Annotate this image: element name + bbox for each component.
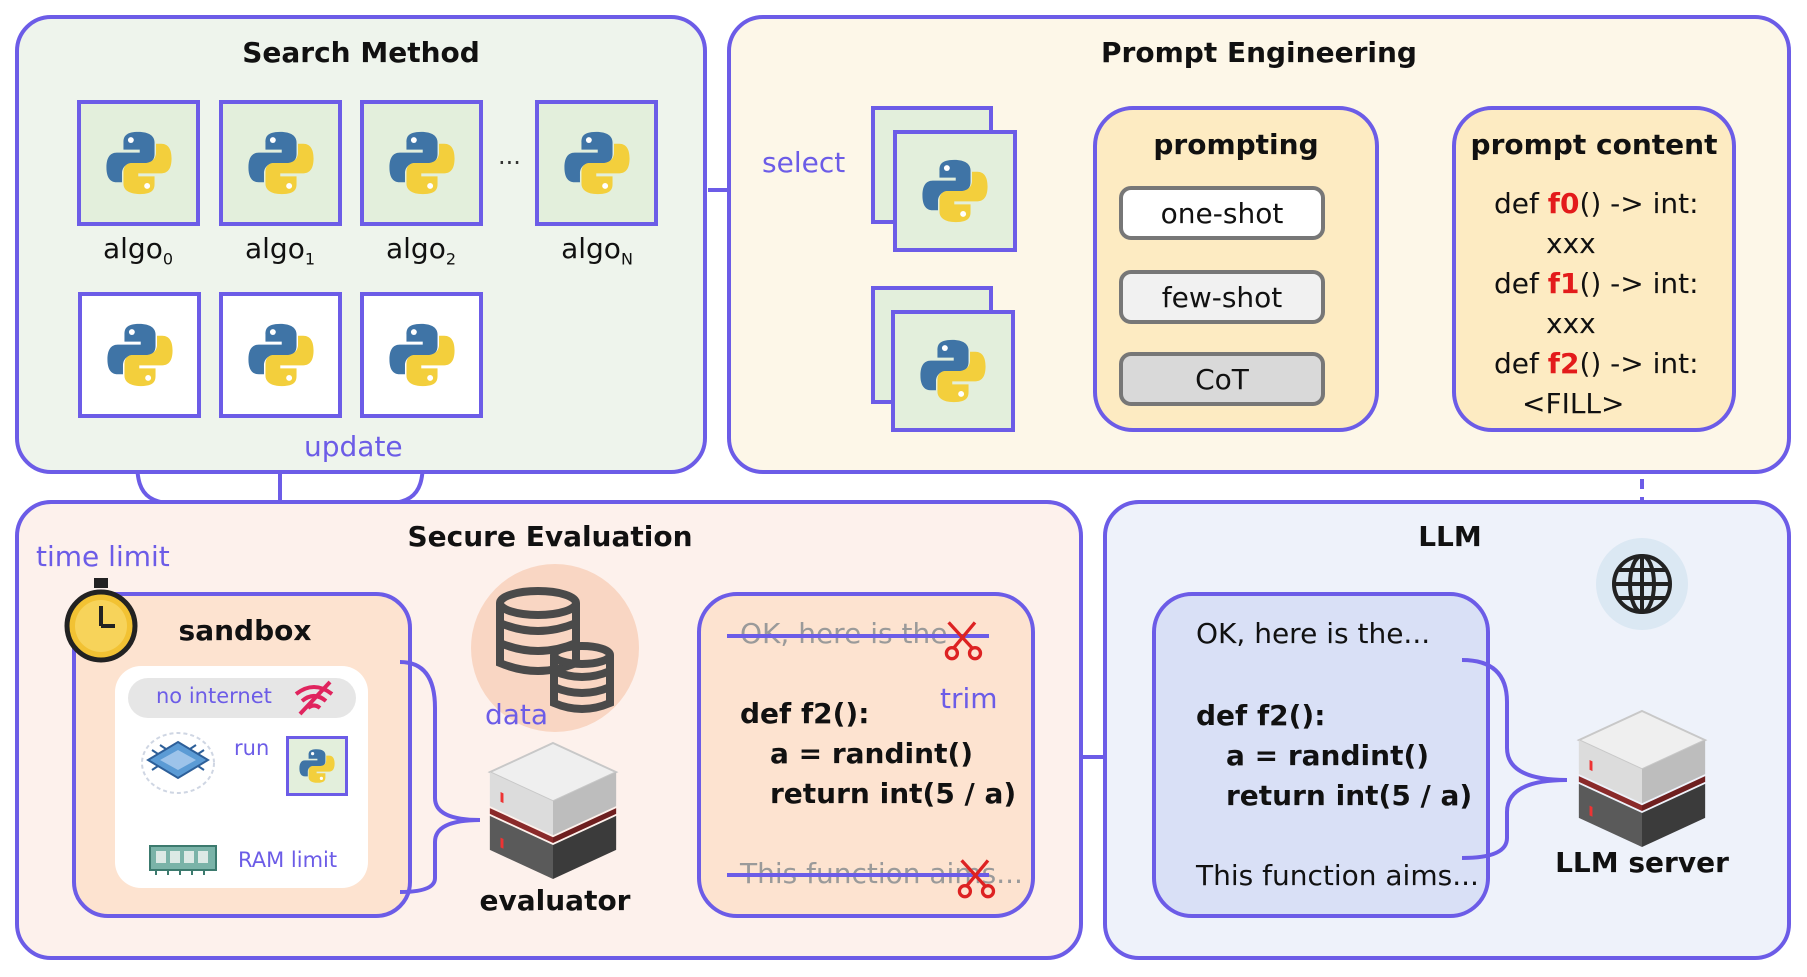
- stopwatch-icon: [64, 578, 138, 663]
- sandbox-title: sandbox: [178, 614, 312, 647]
- algo-2-box[interactable]: [360, 100, 483, 226]
- prompt-content-panel: prompt content def f0() -> int: xxx def …: [1452, 106, 1736, 432]
- prompt-content-line-2: xxx: [1546, 227, 1596, 260]
- prompting-panel: prompting one-shot few-shot CoT: [1093, 106, 1379, 432]
- python-icon: [244, 126, 318, 200]
- scissors-icon: [942, 618, 986, 662]
- selected-algo-bottom[interactable]: [891, 310, 1015, 432]
- selected-algo-top[interactable]: [893, 130, 1017, 252]
- ram-limit-label: RAM limit: [238, 848, 338, 872]
- algo-n-box[interactable]: [535, 100, 658, 226]
- trimmed-header: OK, here is the: [740, 617, 948, 650]
- update-label: update: [300, 430, 407, 463]
- evaluator-server-icon: [485, 738, 621, 884]
- llm-bubble-tail: [1461, 658, 1568, 860]
- llm-code-line-3: return int(5 / a): [1226, 779, 1473, 812]
- ram-icon: [149, 845, 217, 875]
- llm-code-line-2: a = randint(): [1226, 739, 1430, 772]
- python-icon: [385, 318, 459, 392]
- python-icon: [916, 334, 990, 408]
- strike-footer: [727, 873, 989, 877]
- prompt-content-line-4: xxx: [1546, 307, 1596, 340]
- cpu-icon: [141, 732, 215, 794]
- algo-ellipsis: ...: [498, 142, 521, 170]
- search-method-title: Search Method: [242, 36, 480, 69]
- llm-response-bubble: [1152, 592, 1490, 918]
- algo-1-box[interactable]: [219, 100, 342, 226]
- algo-0-box[interactable]: [77, 100, 200, 226]
- trimmed-code-line-1: def f2():: [740, 697, 870, 730]
- llm-response-footer: This function aims...: [1196, 859, 1479, 892]
- llm-title: LLM: [1418, 520, 1482, 553]
- llm-server-icon: [1574, 706, 1710, 852]
- python-icon: [385, 126, 459, 200]
- trimmed-code-line-3: return int(5 / a): [770, 777, 1017, 810]
- globe-icon: [1596, 538, 1688, 630]
- python-icon: [918, 154, 992, 228]
- prompt-content-line-3: def f1() -> int:: [1494, 267, 1699, 300]
- evaluator-label: evaluator: [479, 884, 631, 917]
- one-shot-button[interactable]: one-shot: [1119, 186, 1325, 240]
- algo-0-label: algo0: [102, 232, 174, 269]
- llm-server-label: LLM server: [1555, 846, 1729, 879]
- few-shot-button[interactable]: few-shot: [1119, 270, 1325, 324]
- sandbox-run-algo: [286, 736, 348, 796]
- sandbox-bubble-tail: [399, 660, 481, 894]
- trim-label: trim: [940, 682, 998, 715]
- strike-header: [727, 634, 989, 638]
- prompt-content-title: prompt content: [1470, 128, 1718, 161]
- trimmed-response-bubble: [697, 592, 1035, 918]
- run-label: run: [234, 736, 270, 760]
- algo-1-label: algo1: [244, 232, 316, 269]
- python-icon: [244, 318, 318, 392]
- database-icon: [471, 564, 639, 732]
- algo-2-label: algo2: [385, 232, 457, 269]
- new-algo-box-2[interactable]: [219, 292, 342, 418]
- no-wifi-icon: [294, 680, 334, 716]
- algo-n-label: algoN: [561, 232, 633, 269]
- secure-evaluation-title: Secure Evaluation: [407, 520, 693, 553]
- python-icon: [560, 126, 634, 200]
- prompt-content-line-5: def f2() -> int:: [1494, 347, 1699, 380]
- python-icon: [102, 126, 176, 200]
- new-algo-box-1[interactable]: [78, 292, 201, 418]
- prompting-title: prompting: [1153, 128, 1319, 161]
- prompt-content-line-1: def f0() -> int:: [1494, 187, 1699, 220]
- trimmed-code-line-2: a = randint(): [770, 737, 974, 770]
- python-icon: [103, 318, 177, 392]
- prompt-engineering-title: Prompt Engineering: [1101, 36, 1417, 69]
- select-label: select: [762, 146, 846, 179]
- prompt-content-line-6: <FILL>: [1522, 387, 1625, 420]
- python-icon: [297, 746, 337, 786]
- llm-response-header: OK, here is the...: [1196, 617, 1431, 650]
- data-label: data: [485, 698, 549, 731]
- scissors-icon: [955, 856, 999, 900]
- time-limit-label: time limit: [36, 540, 170, 573]
- llm-code-line-1: def f2():: [1196, 699, 1326, 732]
- cot-button[interactable]: CoT: [1119, 352, 1325, 406]
- no-internet-label: no internet: [156, 684, 272, 708]
- new-algo-box-3[interactable]: [360, 292, 483, 418]
